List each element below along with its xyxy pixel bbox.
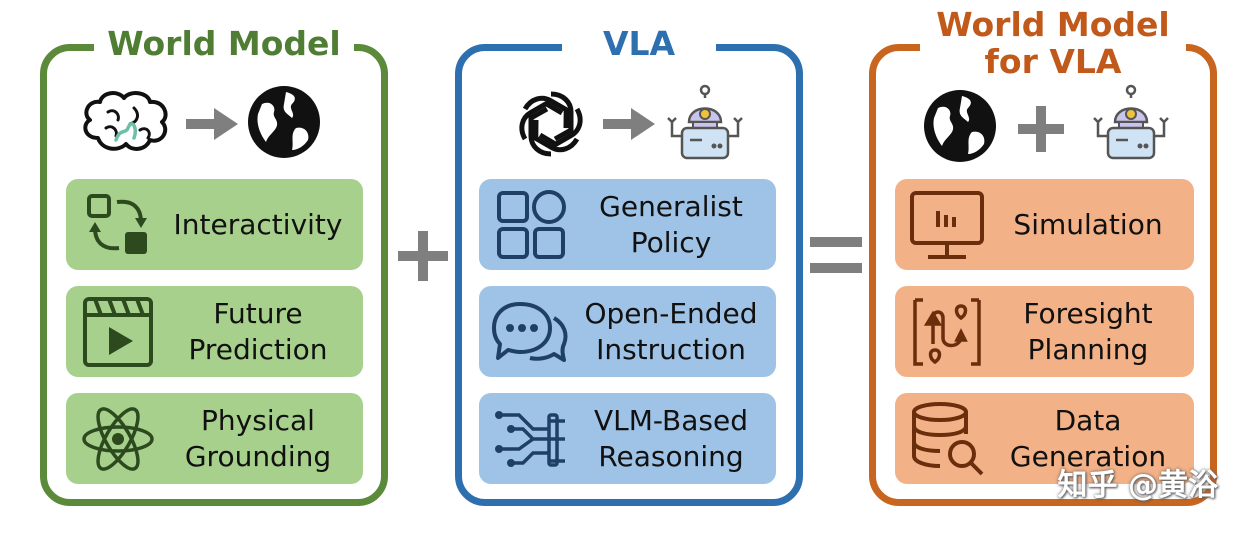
vla-title: VLA xyxy=(562,26,716,62)
transform-icon xyxy=(78,185,158,265)
circuit-icon xyxy=(491,399,571,479)
globe-icon xyxy=(246,84,322,164)
card-simulation: Simulation xyxy=(895,179,1194,270)
card-open-ended-instruction: Open-Ended Instruction xyxy=(479,286,776,377)
arrow-right-icon xyxy=(603,108,655,144)
card-future-prediction-label: Future Prediction xyxy=(188,296,328,366)
wm-for-vla-title-line2: for VLA xyxy=(984,42,1122,81)
card-data-generation: Data Generation xyxy=(895,393,1194,484)
card-foresight-planning: Foresight Planning xyxy=(895,286,1194,377)
card-generalist-policy: Generalist Policy xyxy=(479,179,776,270)
route-icon xyxy=(907,292,987,372)
card-simulation-label: Simulation xyxy=(1013,207,1163,241)
video-icon xyxy=(78,292,158,372)
wm-for-vla-title-line1: World Model xyxy=(936,5,1170,44)
card-future-prediction: Future Prediction xyxy=(66,286,363,377)
card-generalist-policy-label: Generalist Policy xyxy=(599,189,743,259)
card-physical-grounding: Physical Grounding xyxy=(66,393,363,484)
equals-operator xyxy=(810,237,862,279)
robot-icon xyxy=(666,82,744,168)
atom-icon xyxy=(78,399,158,479)
card-vlm-based-reasoning-label: VLM-Based Reasoning xyxy=(594,403,748,473)
brain-icon xyxy=(78,88,174,158)
world-model-title: World Model xyxy=(94,26,354,62)
watermark: 知乎 @黄浴 xyxy=(1057,468,1218,503)
card-interactivity-label: Interactivity xyxy=(173,207,343,241)
chat-bubbles-icon xyxy=(491,292,571,372)
card-foresight-planning-label: Foresight Planning xyxy=(1023,296,1153,366)
card-vlm-based-reasoning: VLM-Based Reasoning xyxy=(479,393,776,484)
card-data-generation-label: Data Generation xyxy=(1009,403,1167,473)
wm-for-vla-title: World Model for VLA xyxy=(920,6,1186,80)
plus-icon xyxy=(1018,106,1064,156)
grid-icon xyxy=(491,185,571,265)
monitor-icon xyxy=(907,185,987,265)
card-physical-grounding-label: Physical Grounding xyxy=(184,403,332,473)
globe-icon xyxy=(922,88,998,168)
arrow-right-icon xyxy=(186,108,238,144)
plus-operator xyxy=(398,231,448,285)
card-open-ended-instruction-label: Open-Ended Instruction xyxy=(584,296,758,366)
robot-icon xyxy=(1092,82,1170,168)
database-icon xyxy=(907,399,987,479)
openai-icon xyxy=(515,88,587,164)
card-interactivity: Interactivity xyxy=(66,179,363,270)
